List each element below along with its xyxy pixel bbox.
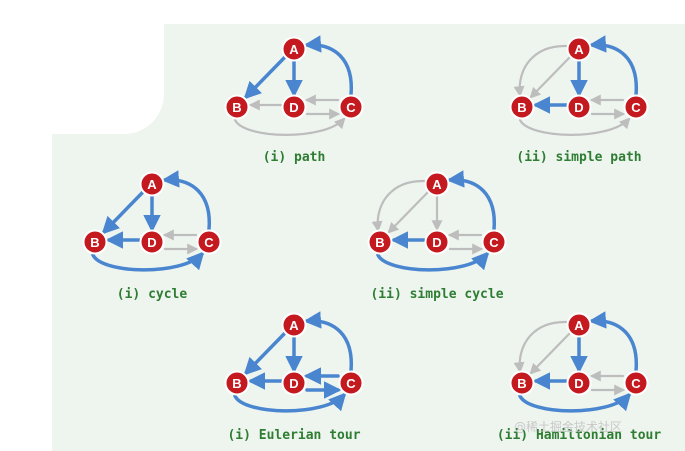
node-a [139, 171, 165, 197]
white-corner-shape [52, 24, 164, 134]
diagram-eulerian-tour: A B D C [224, 311, 364, 413]
caption-hamiltonian-tour: (ii) Hamiltonian tour [496, 428, 662, 443]
diagram-simple-cycle: A B D C [367, 170, 507, 272]
node-a [424, 171, 450, 197]
node-b [509, 94, 535, 120]
node-label-c: C [346, 100, 356, 115]
node-c [623, 370, 649, 396]
edge-gray-ab [513, 44, 569, 98]
node-label-c: C [631, 376, 641, 391]
edge-b-c [518, 117, 631, 136]
node-c [196, 229, 222, 255]
edge-a-b-highlighted [243, 331, 287, 376]
node-d [281, 370, 307, 396]
node-c [481, 229, 507, 255]
node-a [281, 312, 307, 338]
node-label-a: A [574, 318, 584, 333]
edge-c-a-highlighted [161, 170, 211, 232]
node-d [281, 94, 307, 120]
edge-b-c [233, 117, 346, 136]
node-c [338, 94, 364, 120]
node-label-d: D [574, 376, 583, 391]
edge-a-b [529, 331, 572, 375]
caption-eulerian-tour: (i) Eulerian tour [227, 428, 361, 443]
edge-gray-ab [371, 179, 427, 233]
edge-c-a-highlighted [588, 311, 638, 373]
edge-c-a-highlighted [303, 35, 353, 97]
node-label-a: A [147, 177, 157, 192]
node-b [509, 370, 535, 396]
caption-cycle: (i) cycle [116, 287, 188, 302]
edge-a-b-highlighted [243, 55, 287, 100]
edge-c-a-highlighted [588, 35, 638, 97]
edge-b-c-highlighted [91, 251, 205, 272]
node-label-b: B [517, 100, 526, 115]
node-b [224, 94, 250, 120]
node-label-c: C [489, 235, 499, 250]
edge-b-c-highlighted [376, 251, 490, 272]
diagram-path: A B D C [224, 35, 364, 136]
node-label-d: D [289, 376, 298, 391]
node-label-d: D [432, 235, 441, 250]
node-d [424, 229, 450, 255]
diagram-cycle: A B D C [82, 170, 222, 272]
node-a [566, 36, 592, 62]
caption-simple-cycle: (ii) simple cycle [370, 287, 504, 302]
node-label-a: A [289, 318, 299, 333]
edge-c-a-highlighted [303, 311, 353, 373]
node-label-b: B [375, 235, 384, 250]
node-label-a: A [289, 42, 299, 57]
node-label-a: A [432, 177, 442, 192]
edge-b-c-highlighted [518, 392, 632, 413]
edge-c-a-highlighted [446, 170, 496, 232]
node-label-b: B [90, 235, 99, 250]
edge-a-b-highlighted [101, 190, 145, 235]
node-b [224, 370, 250, 396]
node-d [139, 229, 165, 255]
node-b [367, 229, 393, 255]
edge-a-b [529, 55, 572, 99]
node-label-b: B [517, 376, 526, 391]
node-label-d: D [574, 100, 583, 115]
node-c [623, 94, 649, 120]
watermark: @稀土掘金技术社区 [514, 420, 623, 434]
node-label-b: B [232, 376, 241, 391]
node-a [566, 312, 592, 338]
caption-simple-path: (ii) simple path [516, 150, 642, 165]
node-b [82, 229, 108, 255]
node-label-c: C [631, 100, 641, 115]
node-label-c: C [204, 235, 214, 250]
node-label-c: C [346, 376, 356, 391]
node-d [566, 94, 592, 120]
node-a [281, 36, 307, 62]
diagram-simple-path: A B D C [509, 35, 649, 136]
node-label-a: A [574, 42, 584, 57]
edge-b-c-highlighted [233, 392, 347, 413]
diagram-hamiltonian-tour: A B D C [509, 311, 649, 413]
node-label-b: B [232, 100, 241, 115]
caption-path: (i) path [262, 150, 326, 165]
node-d [566, 370, 592, 396]
edge-a-b [387, 190, 430, 234]
node-label-d: D [147, 235, 156, 250]
node-label-d: D [289, 100, 298, 115]
edge-gray-ab [513, 320, 569, 374]
node-c [338, 370, 364, 396]
